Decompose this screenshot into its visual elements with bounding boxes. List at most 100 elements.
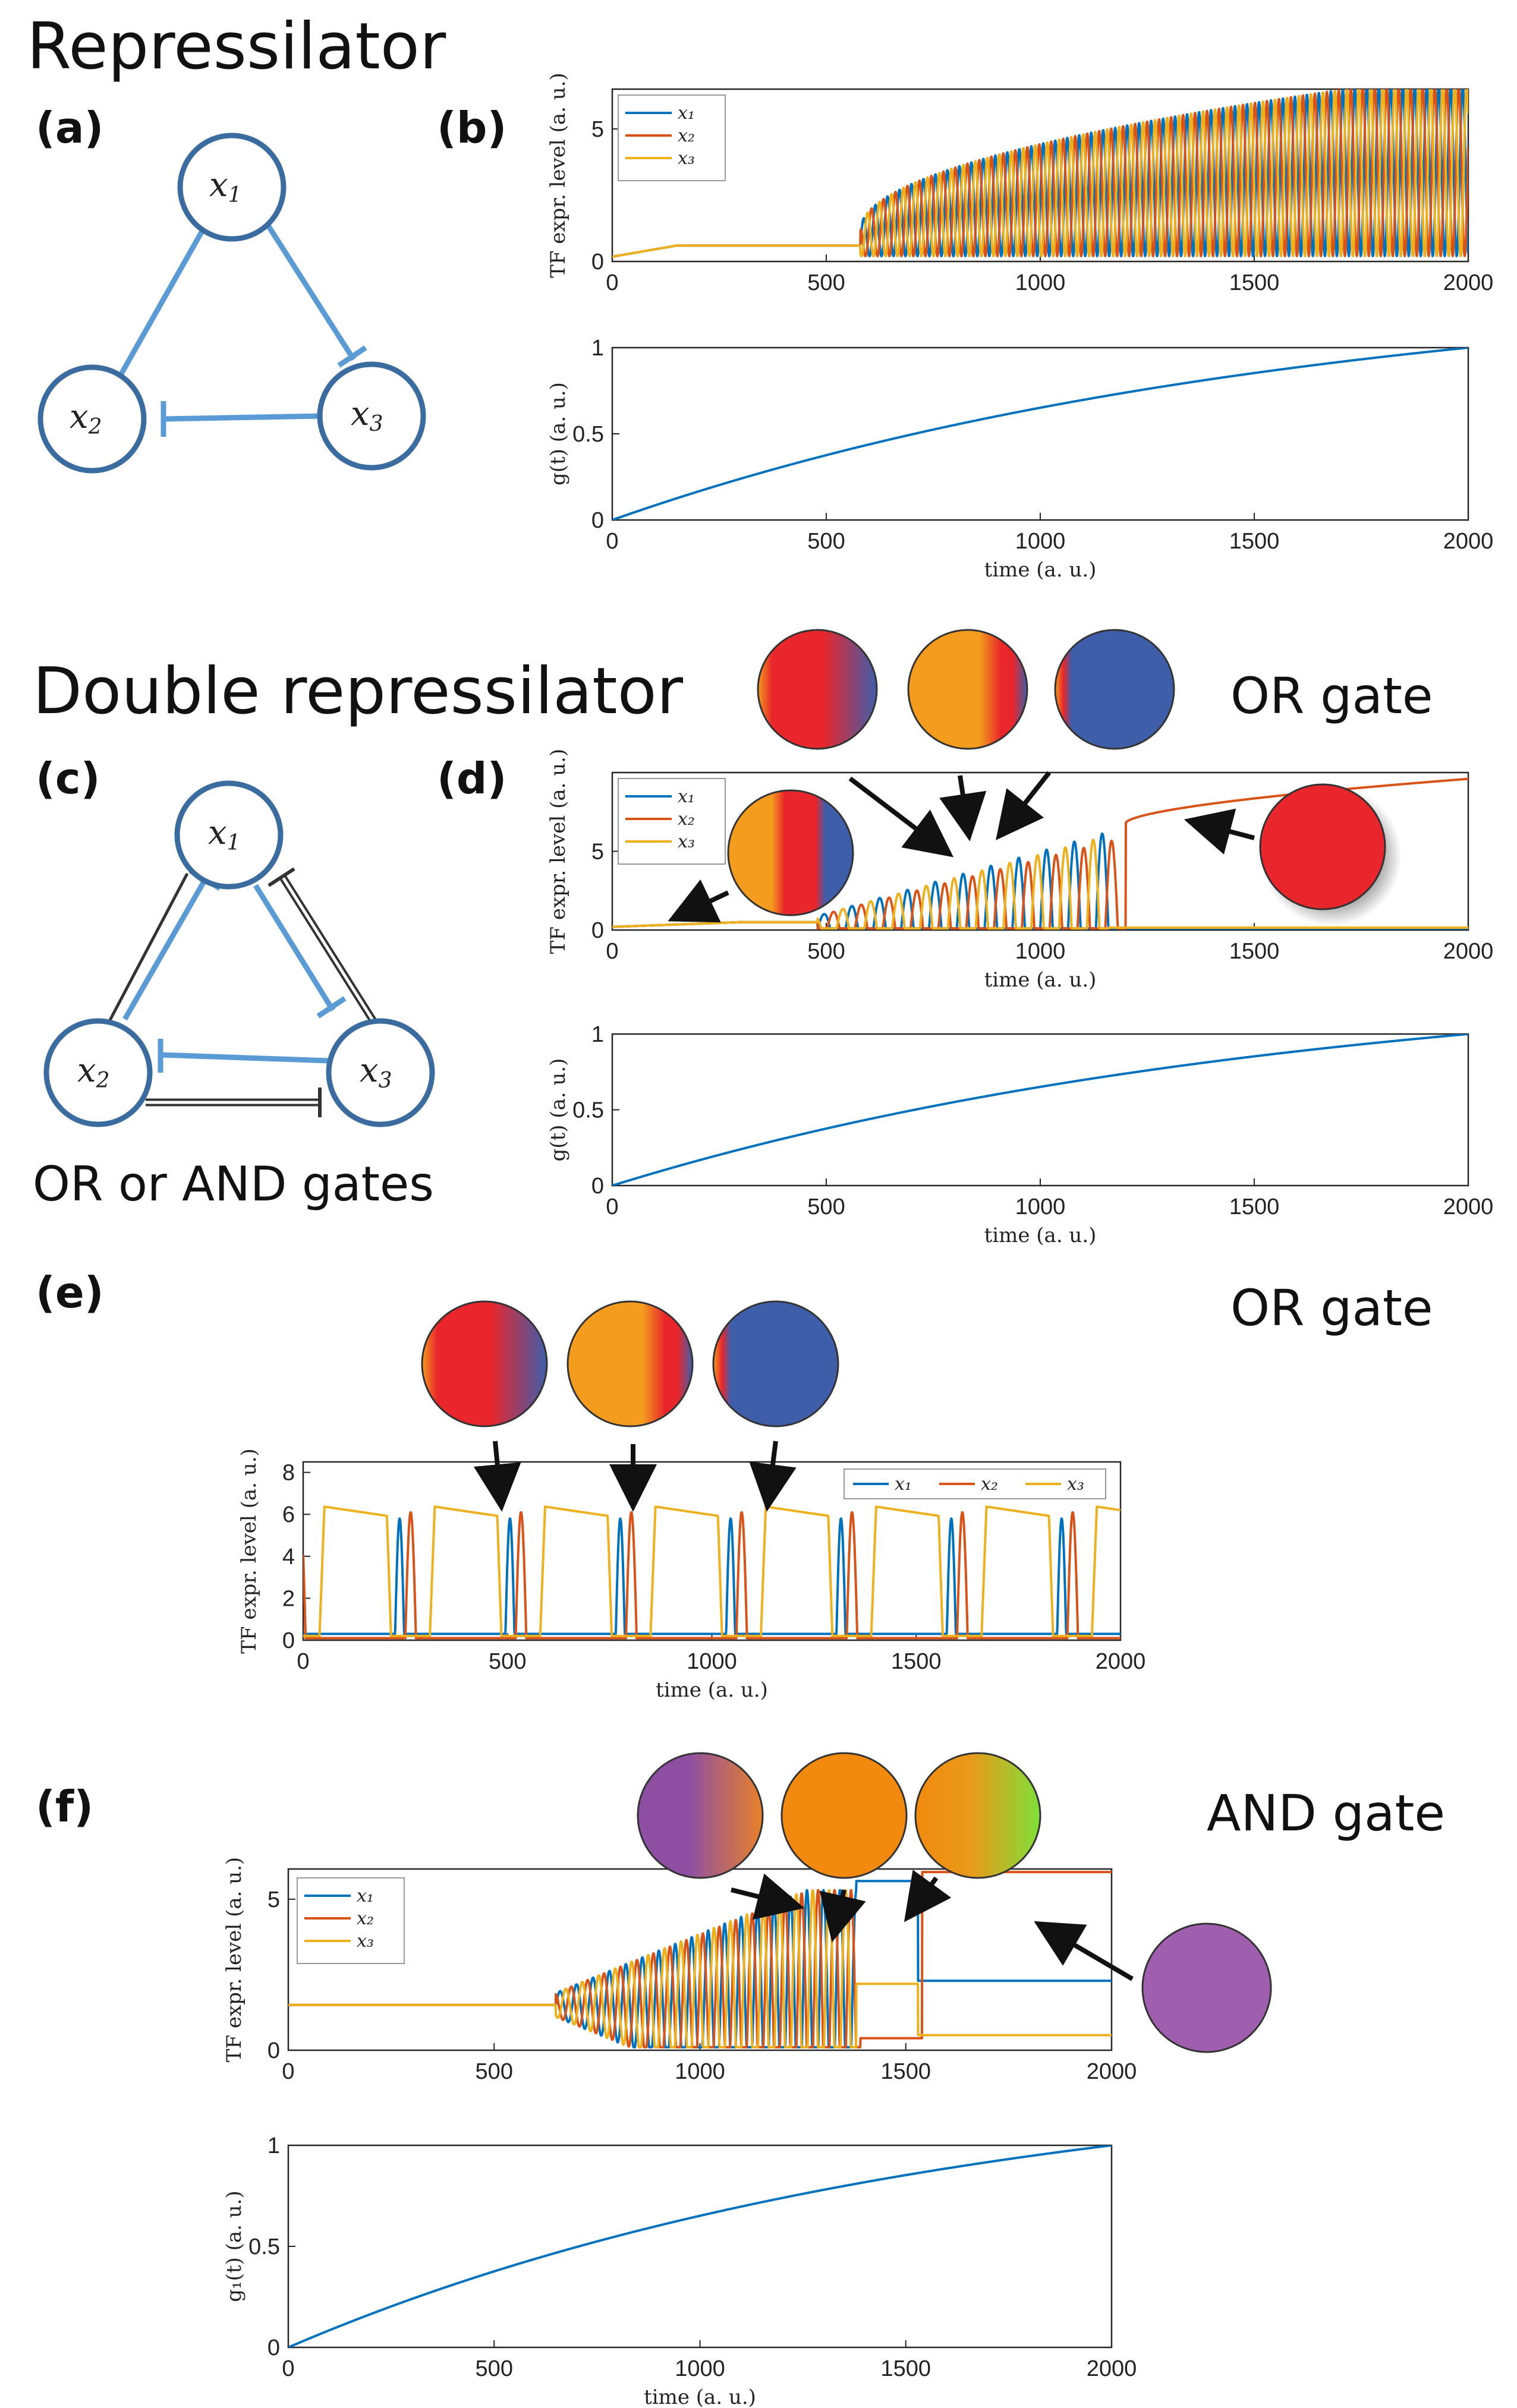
legend-label: x₁ bbox=[895, 1474, 912, 1495]
y-tick-label: 0 bbox=[282, 1628, 295, 1653]
label-and-gate-f: AND gate bbox=[1207, 1784, 1445, 1842]
y-axis-label: TF expr. level (a. u.) bbox=[222, 1857, 246, 2062]
x-tick-label: 0 bbox=[282, 2059, 294, 2084]
x-tick-label: 2000 bbox=[1087, 2356, 1137, 2381]
legend-label: x₃ bbox=[678, 148, 695, 169]
series-line-1 bbox=[303, 1517, 1121, 1635]
legend-box bbox=[618, 778, 726, 865]
series-line-3 bbox=[612, 89, 1468, 258]
arrow-2 bbox=[939, 775, 987, 841]
edge-x2-x1 bbox=[122, 878, 207, 1021]
panel-label-b: (b) bbox=[437, 103, 506, 153]
x-tick-label: 1500 bbox=[1229, 939, 1280, 964]
diagram-a: x1 x2 x3 bbox=[37, 133, 426, 474]
series-line-1 bbox=[612, 1034, 1468, 1186]
y-axis-label: g(t) (a. u.) bbox=[546, 1058, 570, 1162]
cell-orange-red bbox=[566, 1300, 694, 1427]
arrow-3 bbox=[904, 1870, 952, 1922]
x-tick-label: 1500 bbox=[880, 2356, 931, 2381]
edge-x1-x3 bbox=[253, 884, 335, 1012]
cell-blue bbox=[712, 1300, 839, 1427]
y-tick-label: 8 bbox=[282, 1461, 295, 1486]
arrow-1 bbox=[731, 1873, 805, 1920]
arrow-4 bbox=[668, 879, 729, 923]
legend-label: x₁ bbox=[678, 103, 695, 124]
cell-orange bbox=[780, 1752, 908, 1879]
series-line-3 bbox=[288, 1889, 1112, 2048]
arrow-5 bbox=[1184, 808, 1255, 855]
x-tick-label: 500 bbox=[476, 2059, 513, 2084]
y-tick-label: 4 bbox=[282, 1545, 295, 1569]
cells-d bbox=[668, 629, 1402, 926]
x-tick-label: 1500 bbox=[1229, 529, 1280, 554]
y-tick-label: 5 bbox=[591, 117, 604, 142]
legend-label: x₃ bbox=[678, 831, 695, 852]
y-tick-label: 0 bbox=[267, 2335, 280, 2360]
label-or-gate-e: OR gate bbox=[1230, 1279, 1433, 1337]
edge-x3-x2 bbox=[160, 1052, 331, 1064]
cell-orange-red bbox=[907, 629, 1028, 750]
y-tick-label: 0 bbox=[591, 508, 604, 533]
node-x1-label: x1 bbox=[209, 166, 242, 207]
plot-area bbox=[611, 1033, 1469, 1187]
arrow-1 bbox=[848, 776, 954, 858]
cell-red-blue bbox=[757, 629, 878, 750]
legend-label: x₂ bbox=[678, 809, 695, 830]
y-tick-label: 0 bbox=[267, 2038, 280, 2063]
x-tick-label: 500 bbox=[807, 1194, 845, 1219]
x-tick-label: 0 bbox=[606, 270, 618, 295]
x-axis-label: time (a. u.) bbox=[656, 1678, 768, 1702]
x-axis-label: time (a. u.) bbox=[644, 2385, 756, 2408]
edge-x3-x2 bbox=[163, 413, 322, 422]
x-axis-label: time (a. u.) bbox=[984, 1224, 1097, 1247]
node-x2 bbox=[43, 1018, 153, 1127]
panel-label-a: (a) bbox=[36, 103, 103, 153]
x-tick-label: 1000 bbox=[1015, 939, 1066, 964]
y-tick-label: 6 bbox=[282, 1502, 295, 1527]
node-x3 bbox=[326, 1018, 435, 1127]
y-tick-label: 0.5 bbox=[248, 2234, 280, 2259]
x-tick-label: 0 bbox=[606, 939, 618, 964]
heading-double-repressilator: Double repressilator bbox=[33, 654, 684, 729]
series-line-1 bbox=[288, 2145, 1112, 2347]
cell-purple bbox=[1141, 1922, 1272, 2053]
arrow-4 bbox=[1034, 1921, 1134, 1981]
x-tick-label: 500 bbox=[489, 1649, 526, 1674]
series-line-2 bbox=[303, 1511, 1121, 1640]
diagram-c: x1 x2 x3 bbox=[43, 780, 435, 1127]
cell-purple-orange bbox=[637, 1752, 764, 1879]
x-tick-label: 1000 bbox=[1015, 1194, 1066, 1219]
legend-label: x₂ bbox=[357, 1908, 374, 1929]
x-tick-label: 1000 bbox=[675, 2059, 725, 2084]
panel-label-c: (c) bbox=[36, 754, 100, 803]
y-tick-label: 0 bbox=[591, 918, 604, 943]
x-tick-label: 2000 bbox=[1443, 529, 1494, 554]
y-tick-label: 5 bbox=[267, 1887, 280, 1912]
x-tick-label: 1500 bbox=[880, 2059, 931, 2084]
y-tick-label: 1 bbox=[267, 2133, 280, 2158]
arrow-3 bbox=[996, 771, 1052, 840]
x-tick-label: 1000 bbox=[687, 1649, 737, 1674]
legend-box bbox=[297, 1877, 405, 1964]
legend-box bbox=[618, 94, 726, 181]
x-tick-label: 2000 bbox=[1443, 270, 1494, 295]
x-tick-label: 2000 bbox=[1443, 1194, 1494, 1219]
x-tick-label: 0 bbox=[606, 529, 618, 554]
heading-or-and-gates: OR or AND gates bbox=[33, 1156, 434, 1212]
cell-orange-green bbox=[914, 1752, 1041, 1879]
cell-red bbox=[1259, 783, 1386, 910]
x-tick-label: 1000 bbox=[1015, 529, 1066, 554]
y-tick-label: 0 bbox=[591, 250, 604, 275]
legend-label: x₂ bbox=[678, 125, 695, 146]
panel-label-f: (f) bbox=[36, 1782, 93, 1832]
series-line-3 bbox=[612, 839, 1468, 930]
legend-label: x₁ bbox=[678, 786, 695, 807]
cell-red-blue bbox=[421, 1300, 548, 1427]
